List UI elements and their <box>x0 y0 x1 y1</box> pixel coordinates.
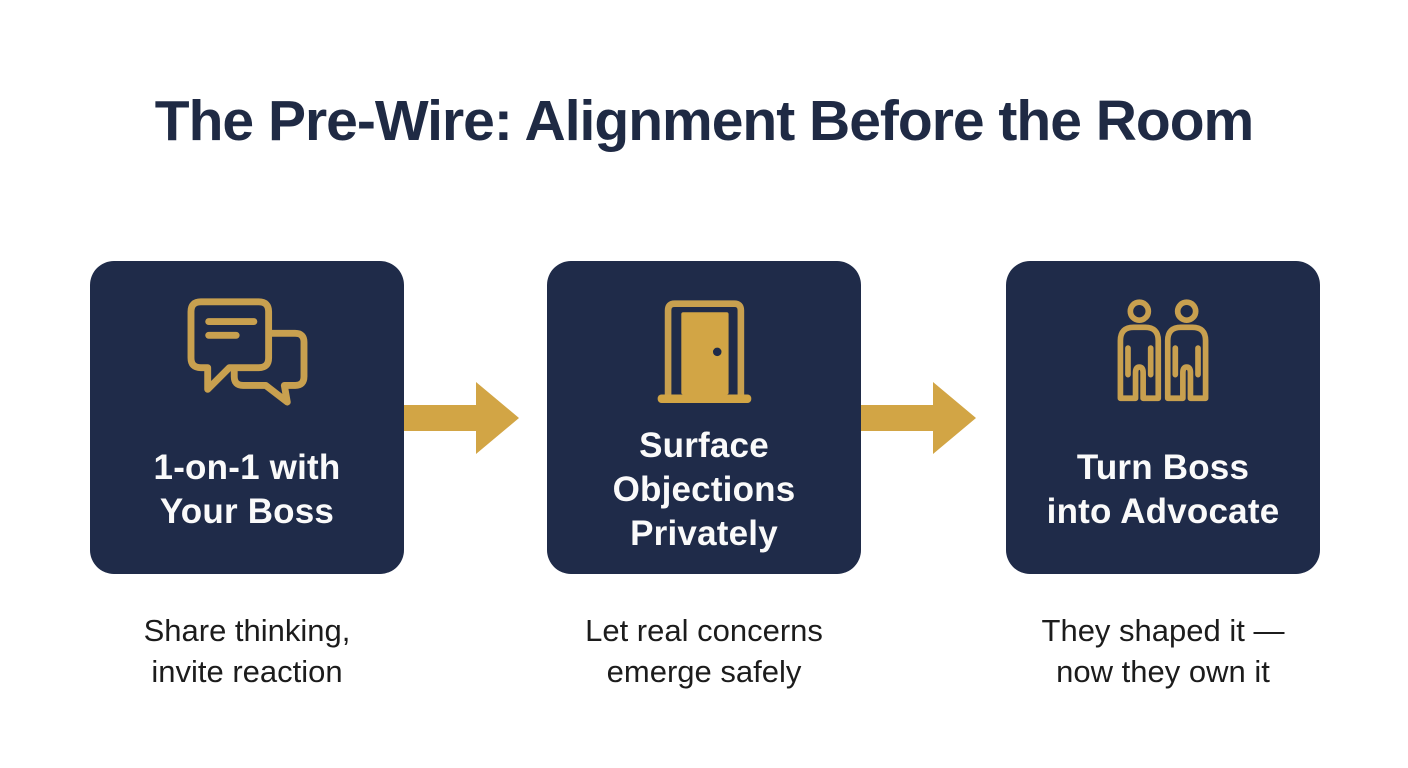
caption-line: invite reaction <box>151 654 343 689</box>
two-people-icon <box>1110 285 1216 415</box>
step-caption-3: They shaped it — now they own it <box>943 610 1383 692</box>
step-label-line: Your Boss <box>159 491 335 531</box>
step-label-3: Turn Boss into Advocate <box>1047 415 1280 574</box>
step-label-1: 1-on-1 with Your Boss <box>154 415 341 574</box>
door-icon <box>652 285 756 415</box>
step-card-1: 1-on-1 with Your Boss <box>90 261 404 574</box>
step-card-2: Surface Objections Privately <box>547 261 861 574</box>
step-caption-2: Let real concerns emerge safely <box>484 610 924 692</box>
caption-line: now they own it <box>1056 654 1270 689</box>
arrow-right-icon <box>861 382 976 454</box>
chat-bubbles-icon <box>183 285 311 415</box>
arrow-right-icon <box>404 382 519 454</box>
step-label-line: Turn Boss <box>1076 447 1250 487</box>
step-label-line: Privately <box>630 513 778 553</box>
caption-line: Share thinking, <box>143 613 351 648</box>
caption-line: Let real concerns <box>585 613 823 648</box>
step-card-3: Turn Boss into Advocate <box>1006 261 1320 574</box>
step-label-line: Surface <box>639 425 769 465</box>
step-label-line: into Advocate <box>1046 491 1280 531</box>
page-title: The Pre-Wire: Alignment Before the Room <box>154 89 1254 153</box>
step-label-2: Surface Objections Privately <box>613 415 796 574</box>
step-caption-1: Share thinking, invite reaction <box>27 610 467 692</box>
caption-line: emerge safely <box>606 654 802 689</box>
step-label-line: Objections <box>612 469 796 509</box>
step-label-line: 1-on-1 with <box>153 447 341 487</box>
caption-line: They shaped it — <box>1041 613 1285 648</box>
